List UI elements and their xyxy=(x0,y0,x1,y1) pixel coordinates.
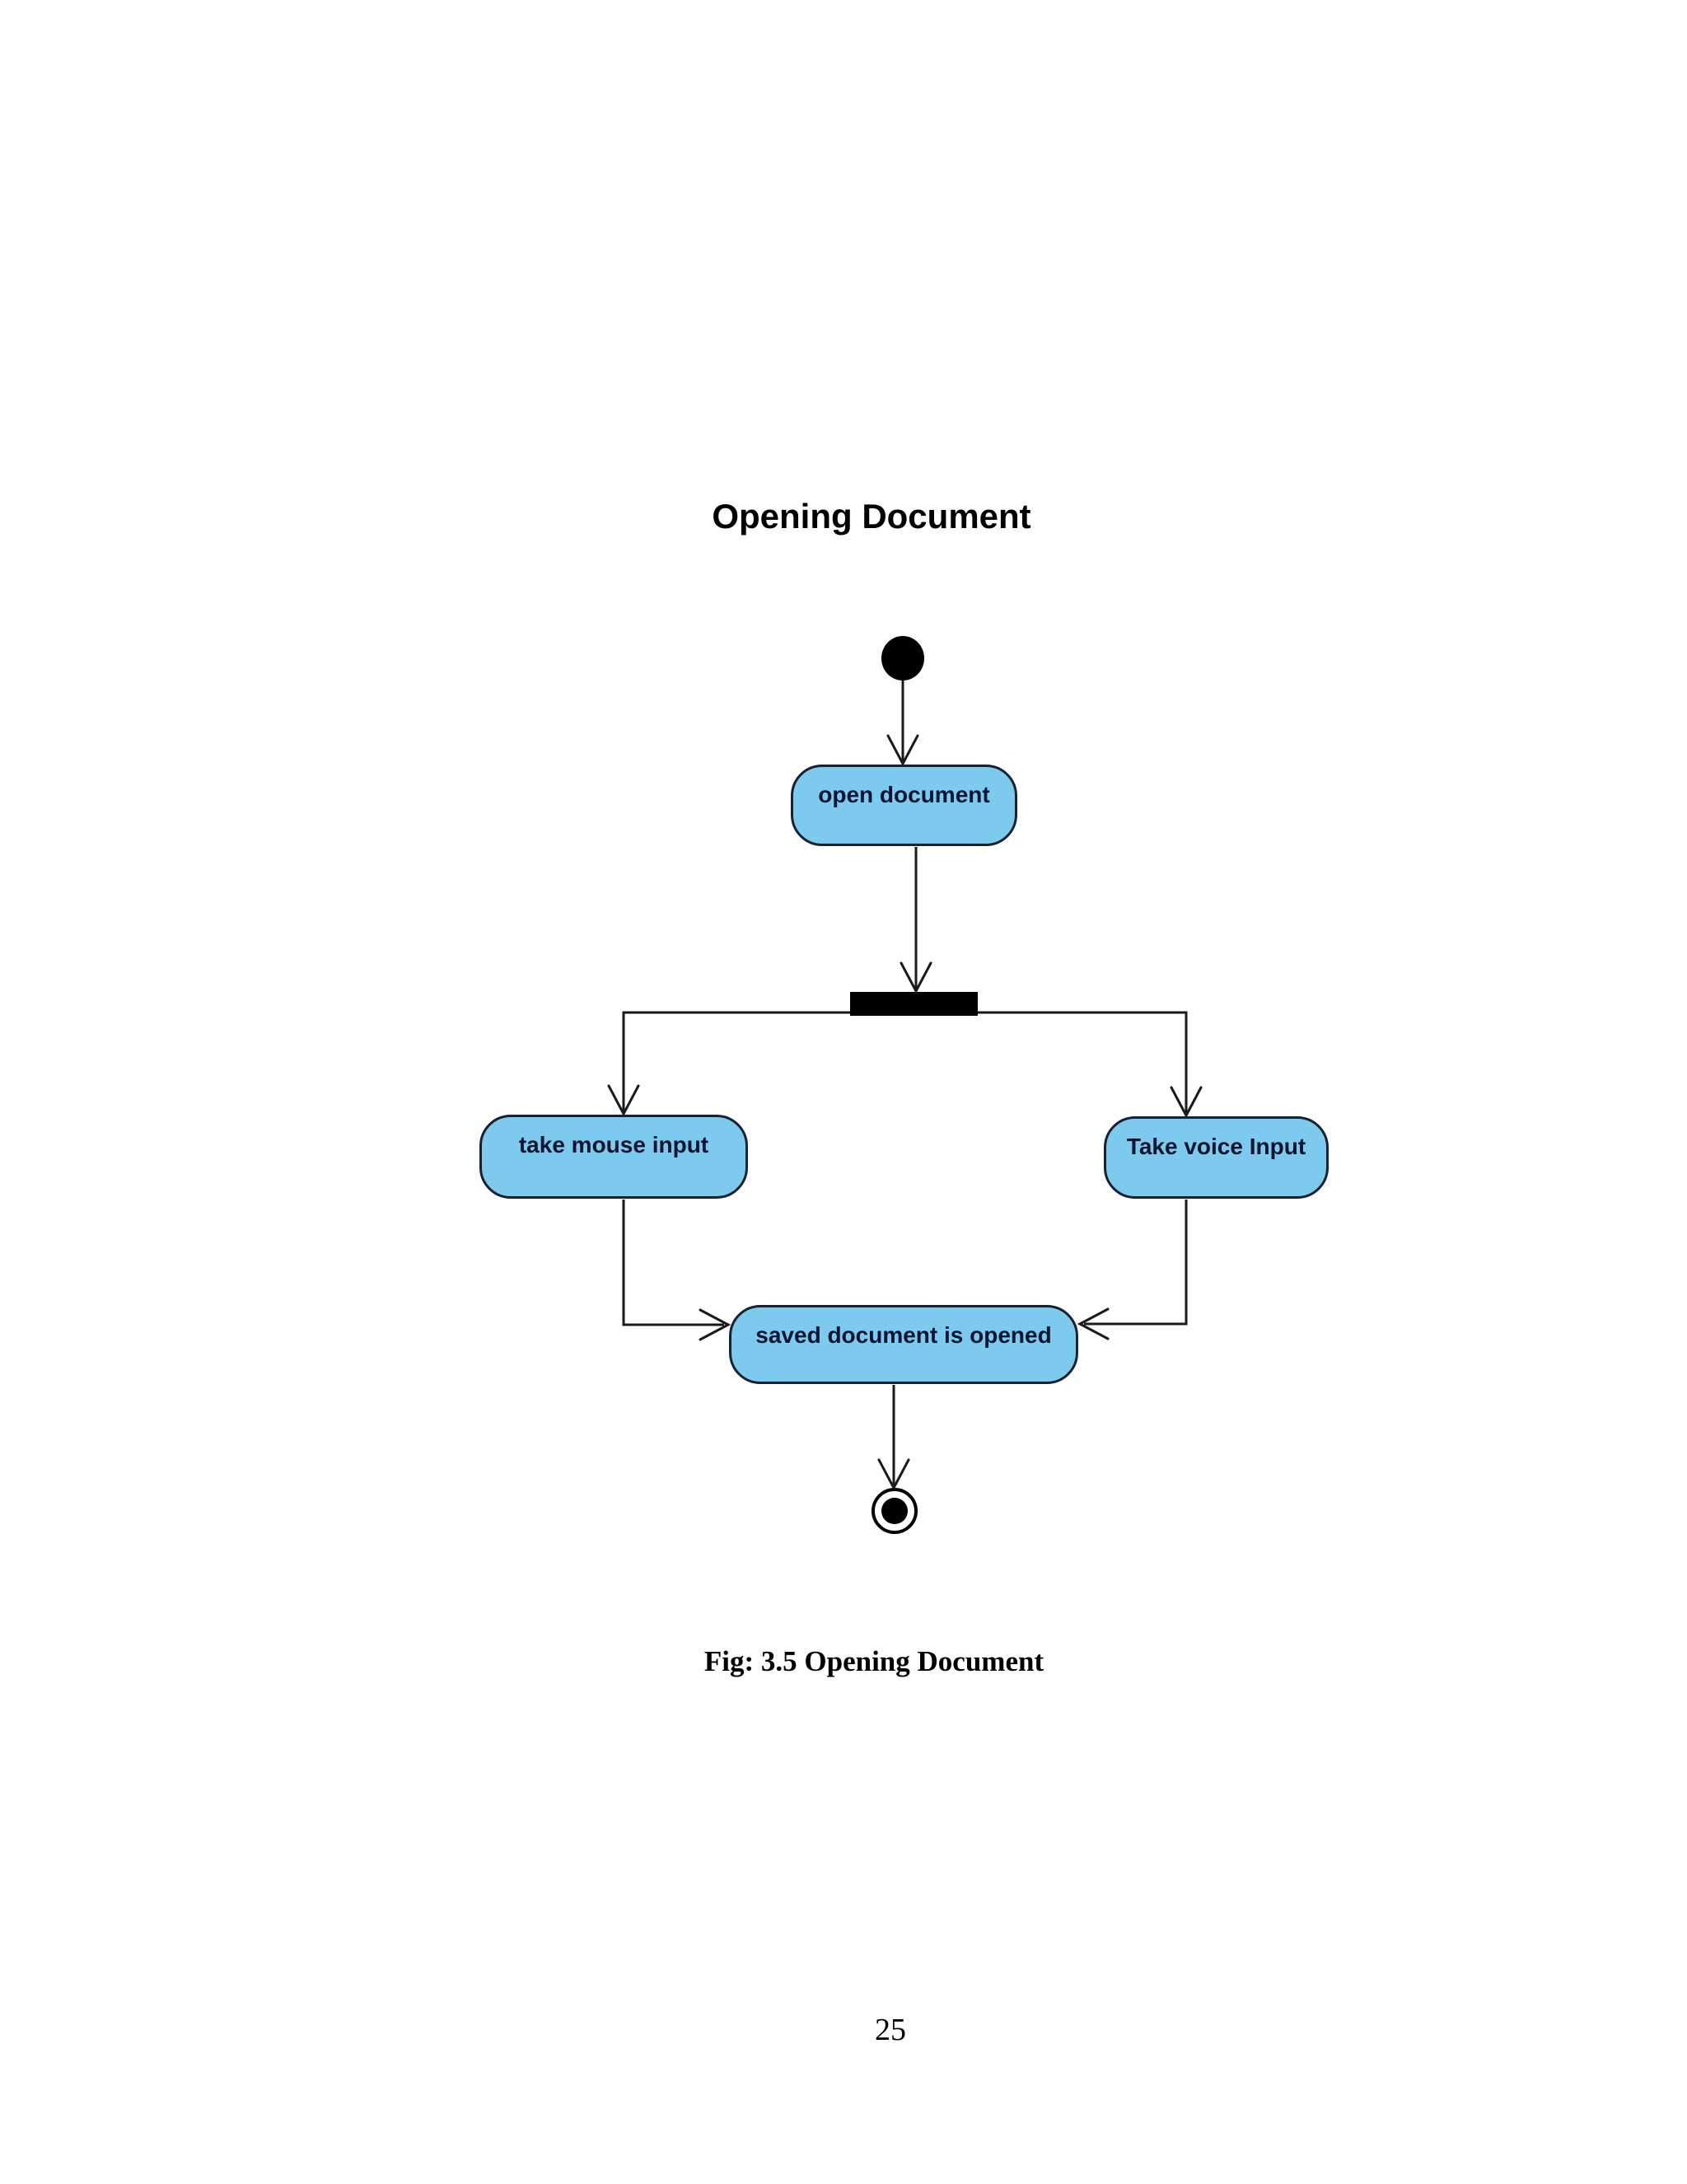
page-title: Opening Document xyxy=(712,497,1031,535)
activity-saved-document-is-opened: saved document is opened xyxy=(729,1305,1078,1384)
final-node-core xyxy=(881,1498,908,1524)
initial-node xyxy=(881,636,924,680)
arrowhead-into-take-voice-input xyxy=(1170,1086,1203,1119)
activity-take-voice-input: Take voice Input xyxy=(1104,1116,1329,1199)
activity-open-document: open document xyxy=(791,765,1017,846)
fork-bar xyxy=(850,992,978,1016)
activity-take-mouse-input: take mouse input xyxy=(479,1115,748,1199)
arrowhead-into-final-node xyxy=(877,1458,910,1491)
arrowhead-into-take-mouse-input xyxy=(607,1084,640,1117)
figure-caption: Fig: 3.5 Opening Document xyxy=(703,1645,1044,1677)
arrowhead-into-saved-right xyxy=(1077,1307,1110,1340)
edge-fork-to-take-mouse-input xyxy=(622,1011,850,1111)
edge-fork-to-take-voice-input xyxy=(978,1011,1188,1113)
arrowhead-into-open-document xyxy=(886,734,919,767)
arrowhead-into-saved-left xyxy=(699,1308,731,1341)
edge-take-mouse-input-to-saved xyxy=(622,1200,724,1326)
activity-take-mouse-input-label: take mouse input xyxy=(518,1132,709,1157)
page-number: 25 xyxy=(875,2013,906,2047)
activity-saved-document-is-opened-label: saved document is opened xyxy=(755,1322,1052,1348)
arrowhead-into-fork xyxy=(900,961,932,994)
edge-take-voice-input-to-saved xyxy=(1084,1200,1188,1326)
activity-take-voice-input-label: Take voice Input xyxy=(1126,1134,1306,1159)
activity-open-document-label: open document xyxy=(818,782,990,807)
